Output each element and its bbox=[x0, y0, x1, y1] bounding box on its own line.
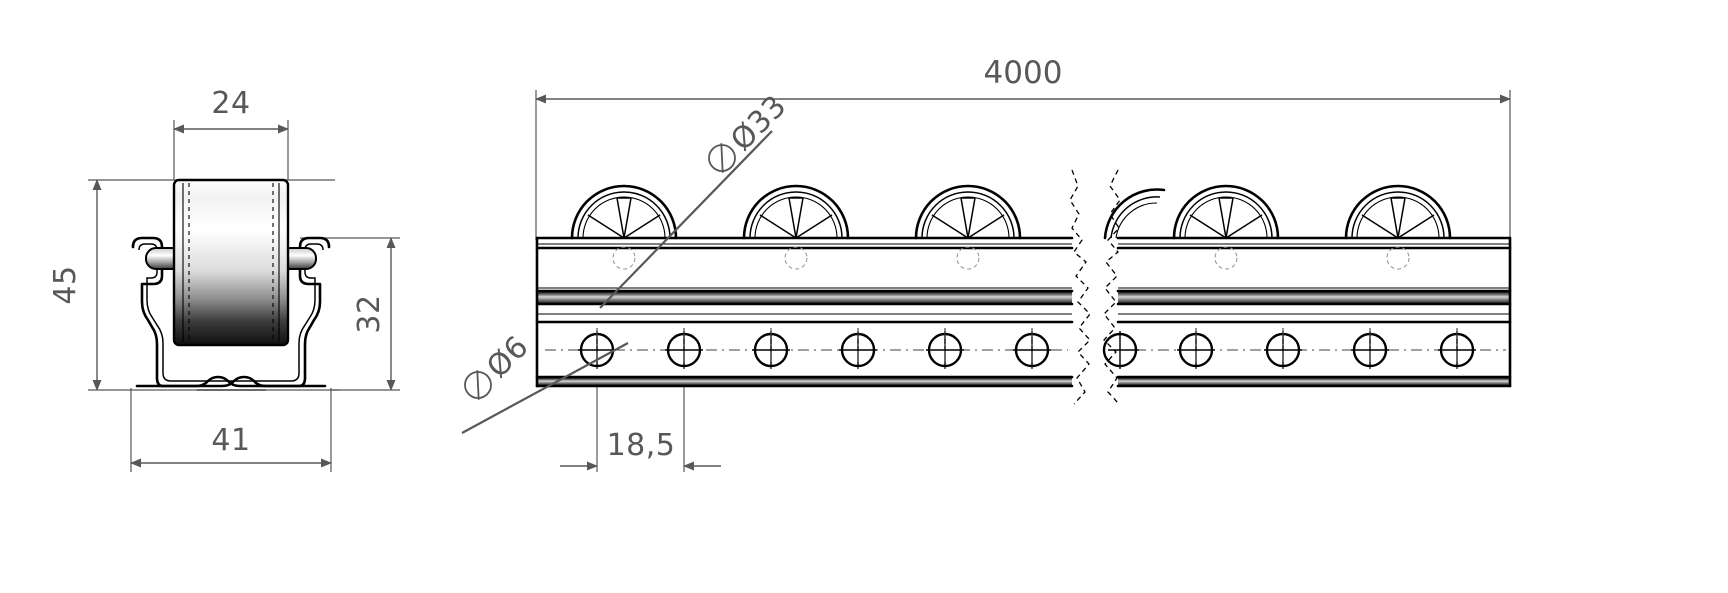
mounting-hole bbox=[926, 328, 964, 372]
mounting-hole-partial bbox=[1102, 331, 1139, 369]
dimension-4000: 4000 bbox=[535, 55, 1511, 250]
roller-wheel bbox=[742, 184, 850, 270]
mounting-hole bbox=[752, 328, 790, 372]
track-body-right bbox=[1116, 236, 1512, 388]
roller-group-right bbox=[1103, 184, 1452, 270]
cross-section-view: 24 45 32 41 bbox=[48, 86, 400, 472]
track-body-left bbox=[535, 236, 1074, 388]
break-line-right bbox=[1103, 169, 1121, 405]
roller-body-section bbox=[172, 178, 290, 347]
dimension-41-label: 41 bbox=[211, 423, 250, 458]
mounting-hole bbox=[1013, 328, 1051, 372]
dimension-32-label: 32 bbox=[352, 294, 387, 333]
mounting-hole bbox=[578, 328, 616, 372]
mounting-hole bbox=[1177, 328, 1215, 372]
dimension-4000-label: 4000 bbox=[984, 55, 1063, 91]
roller-wheel bbox=[570, 184, 678, 270]
roller-wheel bbox=[1344, 184, 1452, 270]
dimension-32: 32 bbox=[300, 237, 400, 391]
mounting-hole bbox=[1264, 328, 1302, 372]
dimension-24: 24 bbox=[173, 86, 289, 180]
hole-row-right bbox=[1102, 328, 1506, 372]
roller-wheel bbox=[914, 184, 1022, 270]
channel-profile bbox=[131, 236, 331, 391]
dimension-45-label: 45 bbox=[48, 265, 83, 304]
dimension-18-5-label: 18,5 bbox=[607, 428, 676, 463]
roller-wheel-partial bbox=[1103, 188, 1166, 240]
break-line-left bbox=[1069, 169, 1091, 405]
mounting-hole bbox=[1351, 328, 1389, 372]
dimension-24-label: 24 bbox=[211, 86, 250, 121]
roller-group-left bbox=[570, 184, 1022, 270]
mounting-hole bbox=[839, 328, 877, 372]
side-elevation-view: 4000 18,5 bbox=[461, 55, 1512, 472]
dimension-18-5: 18,5 bbox=[560, 380, 721, 472]
dimension-41: 41 bbox=[130, 388, 332, 472]
roller-wheel bbox=[1172, 184, 1280, 270]
mounting-hole bbox=[665, 328, 703, 372]
mounting-hole bbox=[1438, 328, 1476, 372]
hole-row-left bbox=[545, 328, 1068, 372]
